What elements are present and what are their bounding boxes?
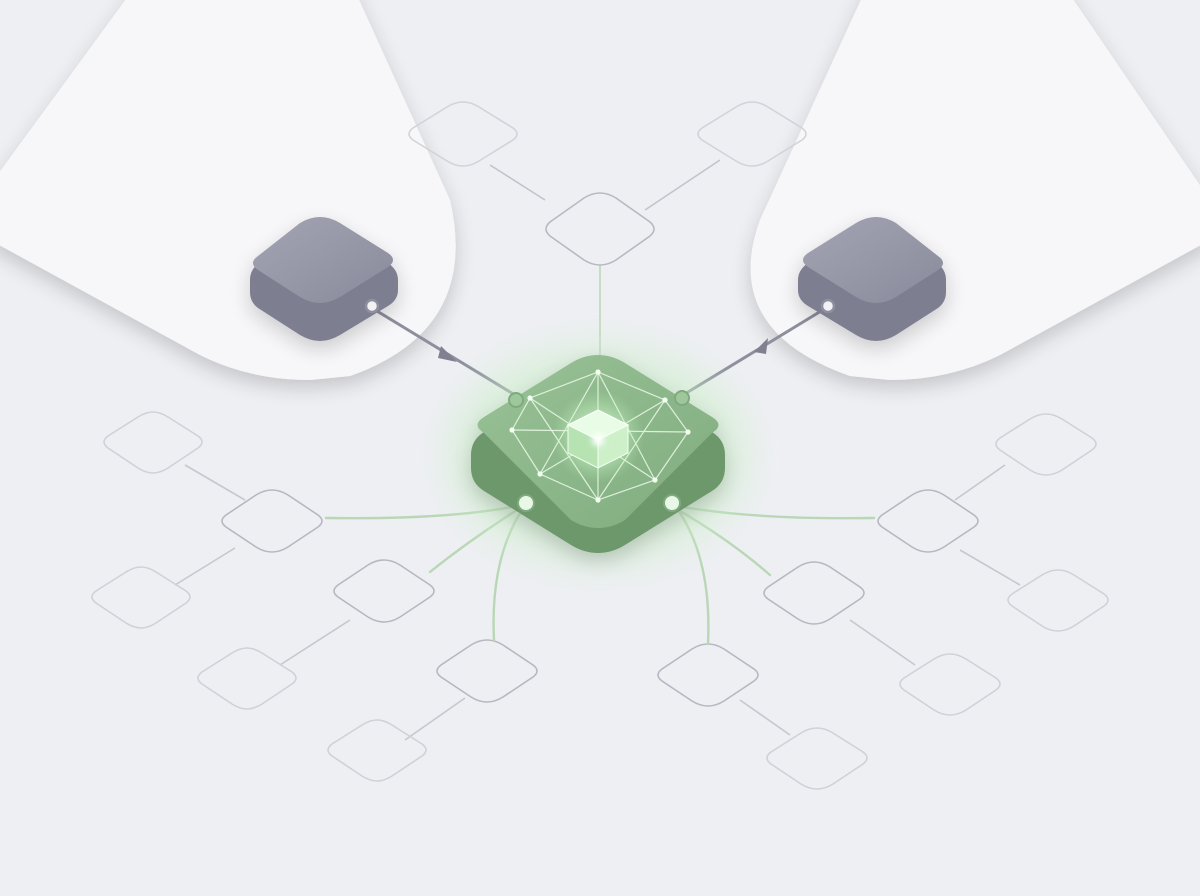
connector-line: [739, 699, 791, 736]
target-block-icon: [798, 217, 946, 341]
outline-node: [197, 647, 297, 710]
outline-node: [995, 413, 1097, 476]
connector-line: [404, 697, 466, 741]
outline-node: [327, 719, 427, 782]
outline-node: [221, 489, 323, 553]
hub-port: [663, 494, 681, 512]
arrow-head-icon: [438, 346, 457, 362]
constellation-point: [595, 497, 601, 503]
outline-node: [877, 489, 979, 553]
outline-node: [408, 101, 518, 167]
outline-node: [103, 411, 203, 474]
hub-port: [508, 392, 524, 408]
connector-line: [954, 464, 1006, 501]
constellation-points: [509, 369, 691, 503]
connector-line: [174, 547, 236, 586]
source-block-icon: [250, 217, 398, 341]
right-node-cluster: [657, 413, 1109, 790]
constellation-point: [652, 477, 658, 483]
outline-node: [763, 561, 865, 625]
hub-port: [674, 390, 690, 406]
connector-line: [184, 464, 246, 501]
core-cube-icon: [566, 409, 630, 469]
constellation-point: [685, 429, 691, 435]
outline-node: [697, 101, 807, 167]
left-node-cluster: [91, 411, 538, 782]
outline-node: [545, 192, 655, 266]
connector-line: [489, 164, 546, 201]
connector-line: [849, 619, 916, 666]
connector-line: [279, 619, 351, 666]
connector-line: [959, 549, 1021, 586]
constellation-point: [527, 395, 533, 401]
constellation-point: [662, 397, 668, 403]
constellation-point: [537, 471, 543, 477]
outline-node: [766, 727, 868, 790]
source-port: [364, 298, 380, 314]
arrow-head-icon: [754, 338, 768, 354]
target-port: [820, 298, 836, 314]
outline-node: [91, 566, 191, 629]
core-spark: [592, 434, 604, 446]
outline-node: [899, 653, 1001, 716]
outline-node: [657, 643, 759, 707]
hub-port: [517, 494, 535, 512]
outline-node: [1007, 569, 1109, 632]
constellation-point: [595, 369, 601, 375]
outline-node: [333, 559, 435, 623]
constellation-point: [509, 427, 515, 433]
outline-node: [436, 639, 538, 703]
connector-line: [644, 159, 721, 211]
top-node-cluster: [408, 101, 807, 360]
